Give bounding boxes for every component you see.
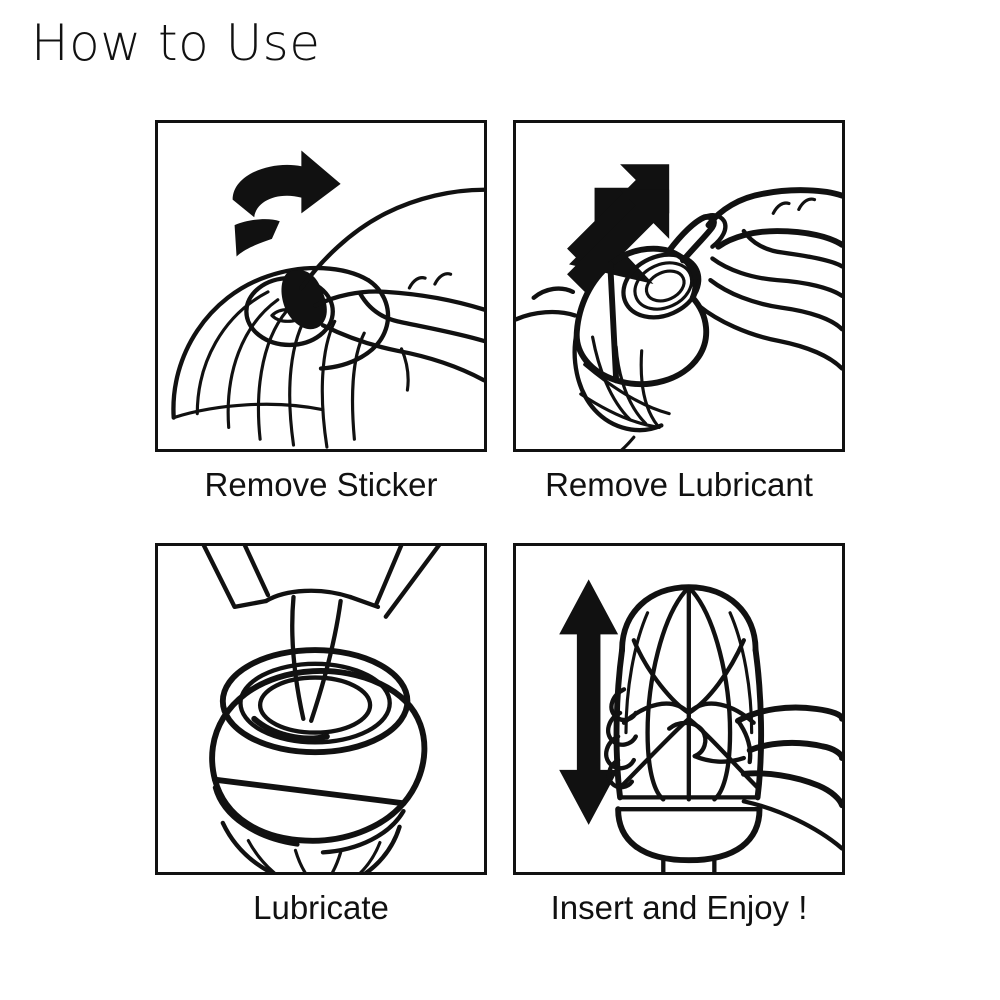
step-4-panel — [513, 543, 845, 875]
double-headed-arrow-icon — [559, 579, 619, 825]
curved-peel-arrow-icon — [232, 150, 341, 257]
step-1-caption: Remove Sticker — [204, 466, 438, 503]
step-4-caption: Insert and Enjoy ! — [550, 889, 808, 926]
container-illustration — [516, 245, 710, 449]
hand-illustration — [667, 704, 842, 851]
step-4: Insert and Enjoy ! — [513, 543, 845, 927]
straight-arrow-icon — [567, 164, 670, 292]
step-2-panel — [513, 120, 845, 452]
lubricant-stream — [290, 594, 343, 723]
step-1: Remove Sticker — [155, 120, 487, 504]
step-3: Lubricate — [155, 543, 487, 927]
texture-ridges — [604, 687, 638, 790]
step-3-caption: Lubricate — [253, 889, 389, 926]
sachet-illustration — [201, 546, 442, 619]
container-illustration — [209, 647, 428, 872]
step-2-caption: Remove Lubricant — [545, 466, 813, 503]
container-illustration — [613, 584, 765, 872]
page-title: How to Use — [31, 14, 321, 72]
step-3-panel — [155, 543, 487, 875]
step-1-panel — [155, 120, 487, 452]
step-2: Remove Lubricant — [513, 120, 845, 504]
hand-illustration — [696, 187, 842, 371]
sticker-tab — [281, 269, 327, 330]
hand-illustration — [299, 187, 484, 392]
